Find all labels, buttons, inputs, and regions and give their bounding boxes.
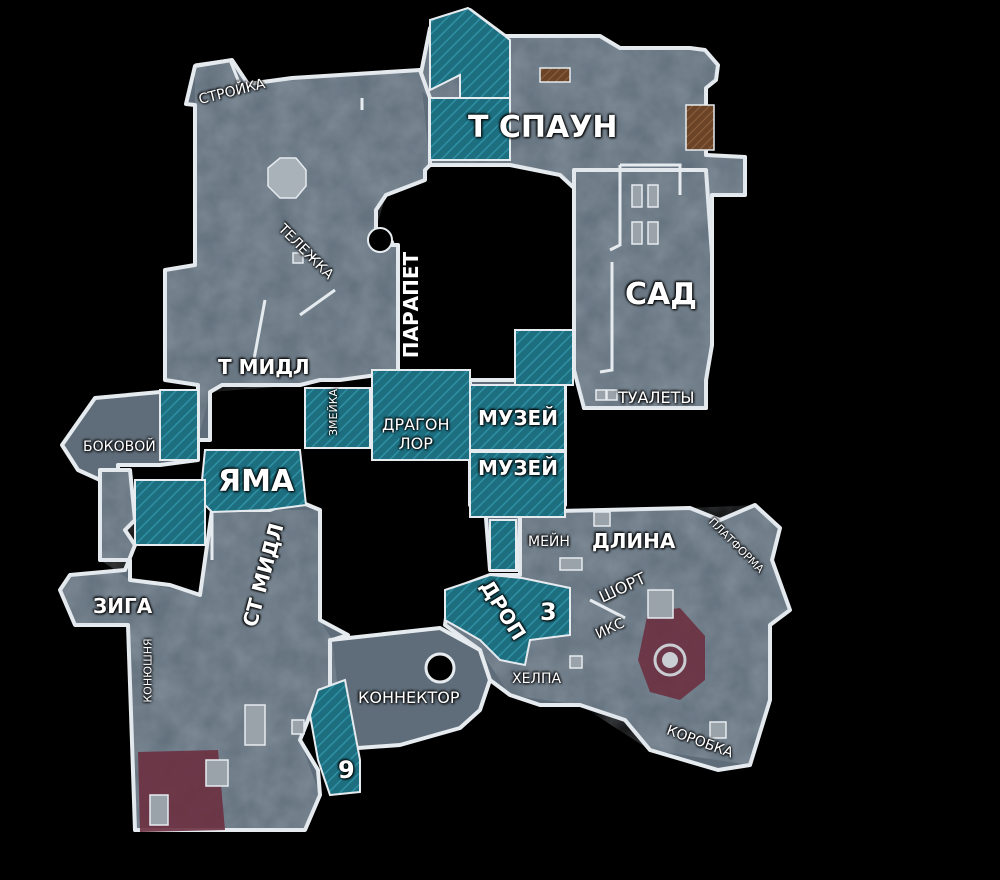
- label-nine: 9: [338, 756, 355, 784]
- label-stable: КОНЮШНЯ: [141, 638, 155, 703]
- objects: [149, 67, 727, 826]
- label-pit: ЯМА: [218, 464, 295, 499]
- choke-snake: [304, 387, 371, 449]
- floor-texture: [60, 10, 790, 830]
- label-connector: КОННЕКТОР: [358, 688, 460, 707]
- label-zig: ЗИГА: [93, 594, 153, 618]
- choke-garden: [514, 329, 574, 386]
- inner-walls: [194, 58, 682, 620]
- label-museum-2: МУЗЕЙ: [478, 456, 558, 480]
- label-long: ДЛИНА: [592, 529, 676, 553]
- choke-side: [159, 389, 199, 461]
- site-b-marker: [653, 643, 687, 677]
- label-helper: ХЕЛПА: [512, 671, 562, 687]
- choke-nine: [308, 678, 361, 797]
- label-toilets: ТУАЛЕТЫ: [618, 388, 695, 407]
- label-parapet: ПАРАПЕТ: [399, 251, 424, 359]
- label-t-spawn: Т СПАУН: [468, 110, 618, 145]
- choke-museum-3: [489, 519, 517, 571]
- label-snake: ЗМЕЙКА: [327, 388, 341, 437]
- label-main: МЕЙН: [528, 534, 570, 550]
- choke-drop: [444, 573, 571, 667]
- label-museum-1: МУЗЕЙ: [478, 406, 558, 430]
- choke-pit-left: [134, 479, 206, 546]
- label-side: БОКОВОЙ: [83, 439, 156, 455]
- label-three: 3: [540, 598, 557, 626]
- choke-dragon-lore: [371, 369, 471, 461]
- choke-museum-1: [469, 384, 566, 451]
- label-t-mid: Т МИДЛ: [218, 355, 310, 379]
- label-garden: САД: [625, 277, 697, 312]
- label-dragon-lore: ДРАГОН ЛОР: [382, 415, 450, 454]
- choke-t-spawn: [429, 97, 511, 161]
- chokepoints: [134, 6, 574, 797]
- choke-museum-2: [469, 451, 566, 518]
